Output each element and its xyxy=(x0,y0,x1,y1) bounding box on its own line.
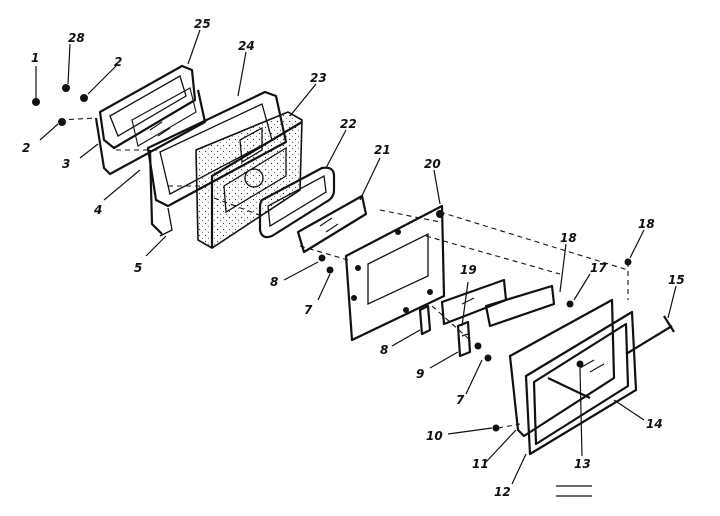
callout-24: 24 xyxy=(238,39,255,53)
callout-7-right: 7 xyxy=(456,393,465,407)
hinge-bracket xyxy=(456,320,472,358)
outer-door-panel xyxy=(344,204,446,342)
callout-22: 22 xyxy=(340,117,357,131)
callout-5: 5 xyxy=(134,261,142,275)
callout-2-top: 2 xyxy=(114,55,122,69)
callout-14: 14 xyxy=(646,417,663,431)
callout-8-right: 8 xyxy=(380,343,388,357)
door-clip xyxy=(418,304,432,336)
callout-20: 20 xyxy=(424,157,441,171)
callout-7-left: 7 xyxy=(304,303,313,317)
callout-2-left: 2 xyxy=(22,141,30,155)
callout-labels: 1 2 2 3 4 5 7 7 8 8 9 10 11 12 13 14 15 … xyxy=(22,17,685,499)
outer-glass-large xyxy=(484,284,556,328)
callout-15: 15 xyxy=(668,273,685,287)
callout-8-left: 8 xyxy=(270,275,278,289)
inner-glass-panel xyxy=(296,194,368,254)
callout-4: 4 xyxy=(93,203,102,217)
callout-3: 3 xyxy=(62,157,70,171)
window-seal xyxy=(258,166,336,239)
callout-12: 12 xyxy=(494,485,511,499)
callout-28: 28 xyxy=(68,31,85,45)
door-gasket xyxy=(94,89,207,176)
callout-9: 9 xyxy=(416,367,424,381)
inner-door-panel xyxy=(195,111,303,249)
callout-25: 25 xyxy=(194,17,211,31)
title-mark xyxy=(556,485,592,497)
callout-11: 11 xyxy=(472,457,489,471)
callout-13: 13 xyxy=(574,457,591,471)
outer-door-frame xyxy=(508,298,638,456)
inner-window-frame xyxy=(98,64,197,150)
callout-18-right: 18 xyxy=(638,217,655,231)
callout-23: 23 xyxy=(310,71,327,85)
alignment-lines xyxy=(59,117,629,429)
door-handle xyxy=(547,360,591,399)
leader-lines xyxy=(35,29,677,485)
callout-21: 21 xyxy=(374,143,391,157)
callout-17: 17 xyxy=(590,261,607,275)
handle-rod xyxy=(625,315,675,355)
callout-10: 10 xyxy=(426,429,443,443)
callout-1: 1 xyxy=(31,51,39,65)
callout-19: 19 xyxy=(460,263,477,277)
screws xyxy=(32,84,632,432)
callout-18-mid: 18 xyxy=(560,231,577,245)
